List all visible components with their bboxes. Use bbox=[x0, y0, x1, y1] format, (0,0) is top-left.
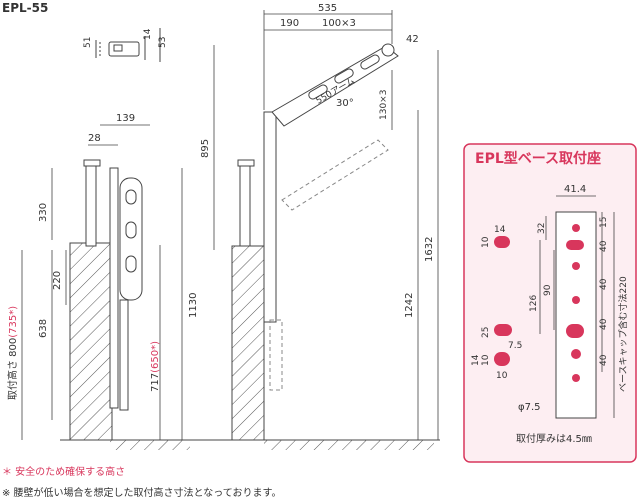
bracket-dim-53: 53 bbox=[158, 37, 168, 48]
mount-height-star: (735*) bbox=[8, 306, 19, 338]
hole-c-w: 14 bbox=[471, 354, 481, 366]
angle-30: 30° bbox=[336, 98, 354, 109]
dim-1130: 1130 bbox=[188, 293, 199, 318]
panel-d40a: 40 bbox=[599, 240, 609, 252]
dim-139: 139 bbox=[116, 113, 135, 124]
panel-d40c: 40 bbox=[599, 318, 609, 330]
mount-height-label: 取付高さ 800 bbox=[6, 338, 19, 400]
dim-28: 28 bbox=[88, 133, 101, 144]
panel-d32: 32 bbox=[537, 223, 547, 234]
center-wall bbox=[200, 245, 440, 450]
panel-thickness: 取付厚みは4.5㎜ bbox=[516, 432, 592, 445]
dim-638: 638 bbox=[38, 319, 49, 338]
safety-note: ＊ 安全のため確保する高さ bbox=[2, 467, 126, 478]
dim-717: 717(650*) bbox=[150, 341, 161, 392]
dim-190: 190 bbox=[280, 18, 299, 29]
left-wall bbox=[60, 242, 200, 450]
dim-1242: 1242 bbox=[404, 293, 415, 318]
bracket-dim-14: 14 bbox=[143, 28, 153, 40]
hole-b-w: 25 bbox=[481, 327, 491, 338]
dim-42: 42 bbox=[406, 34, 419, 45]
dim-100x3: 100×3 bbox=[322, 18, 356, 29]
dim-717-value: 717 bbox=[150, 373, 161, 392]
wall-note: ※ 腰壁が低い場合を想定した取付高さ寸法となっております。 bbox=[2, 488, 282, 499]
dim-535: 535 bbox=[318, 3, 337, 14]
center-dim-lines bbox=[213, 10, 439, 440]
panel-phi: φ7.5 bbox=[518, 402, 541, 413]
panel-d90: 90 bbox=[543, 284, 553, 296]
mount-height: 取付高さ 800(735*) bbox=[6, 306, 19, 400]
left-side-product bbox=[83, 159, 143, 411]
dim-220: 220 bbox=[52, 271, 63, 290]
left-dim-lines bbox=[21, 124, 183, 440]
panel-d40d: 40 bbox=[599, 354, 609, 366]
hole-c-h: 10 bbox=[481, 354, 491, 366]
hole-a-w: 14 bbox=[494, 225, 506, 235]
model-title: EPL-55 bbox=[2, 1, 48, 15]
bracket-dim-51: 51 bbox=[83, 37, 93, 48]
dim-1632: 1632 bbox=[424, 237, 435, 262]
dim-650-star: (650*) bbox=[150, 341, 161, 373]
dim-895: 895 bbox=[200, 139, 211, 158]
panel-width: 41.4 bbox=[564, 184, 586, 195]
hole-c-w2: 10 bbox=[496, 371, 508, 381]
panel-d40b: 40 bbox=[599, 278, 609, 290]
base-panel-title: EPL型ベース取付座 bbox=[475, 151, 602, 167]
center-product bbox=[237, 43, 399, 323]
dim-130x3: 130×3 bbox=[379, 90, 389, 120]
hole-b-h: 7.5 bbox=[508, 341, 522, 351]
panel-d15: 15 bbox=[599, 217, 609, 228]
panel-cap-note: ベースキャップ含む寸法220 bbox=[617, 276, 629, 392]
center-dashed-arm bbox=[269, 139, 389, 391]
panel-d126: 126 bbox=[529, 295, 539, 312]
bracket-side-view bbox=[95, 28, 161, 62]
base-panel bbox=[463, 143, 637, 463]
dim-330: 330 bbox=[38, 203, 49, 222]
hole-a-h: 10 bbox=[481, 236, 491, 248]
